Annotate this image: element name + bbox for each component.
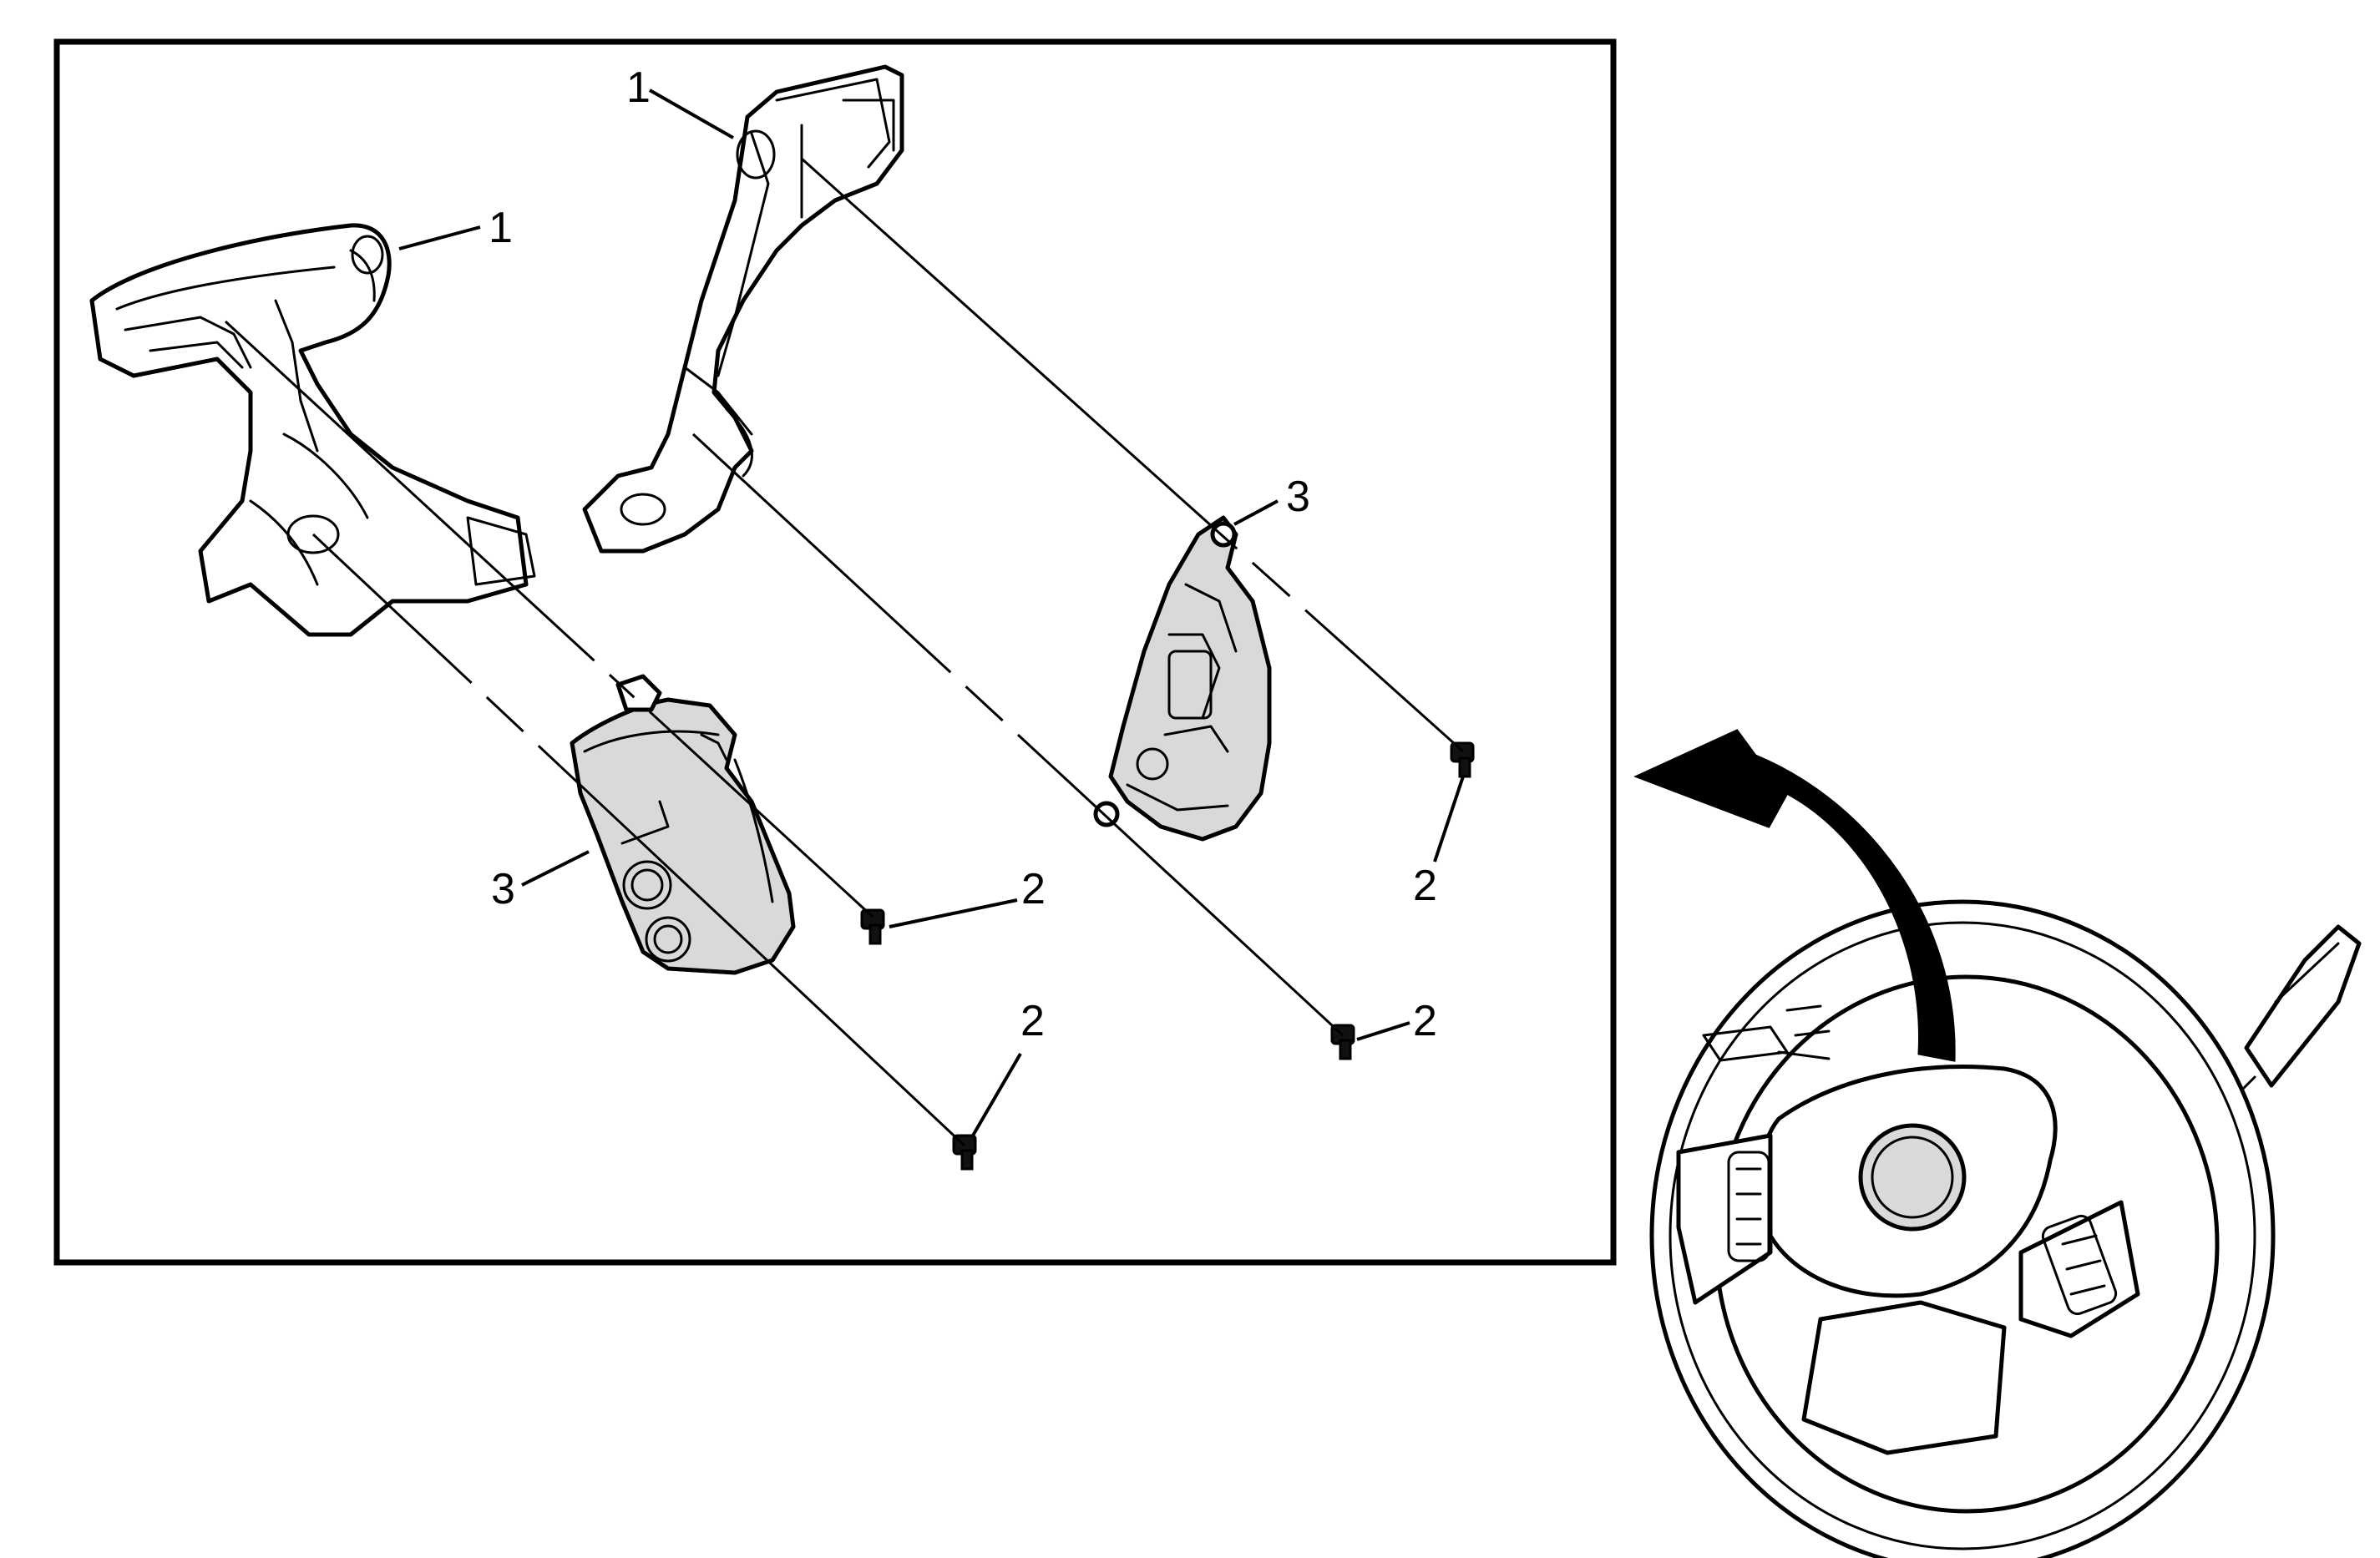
leader-2-d [1433, 776, 1465, 862]
callout-1-top: 1 [626, 63, 651, 112]
callout-2-a: 2 [1021, 865, 1046, 913]
leader-1-left [398, 225, 481, 250]
leader-2-a [889, 898, 1018, 928]
left-bracket [89, 223, 536, 637]
callout-2-c: 2 [1413, 997, 1437, 1045]
screw-a [860, 908, 885, 945]
leader-3-right [1233, 499, 1279, 526]
right-switch-assembly [1093, 515, 1272, 842]
detail-frame [53, 38, 1617, 1266]
left-switch-assembly [570, 674, 796, 975]
leader-1-top [649, 89, 734, 139]
callout-3-right: 3 [1286, 473, 1310, 521]
leader-2-c [1356, 1021, 1410, 1041]
callout-3-left: 3 [491, 865, 515, 913]
leader-2-b [971, 1052, 1022, 1137]
screw-b [952, 1134, 977, 1171]
assembly-axis-lines [224, 157, 1465, 1147]
callout-2-b: 2 [1020, 997, 1045, 1045]
callout-1-left: 1 [489, 204, 513, 252]
leader-3-left [521, 850, 590, 887]
screw-d [1450, 741, 1475, 778]
top-bracket [582, 64, 904, 554]
screw-c [1330, 1024, 1355, 1060]
curved-arrow-icon [1633, 729, 1956, 1062]
inset-steering-wheel [1649, 899, 2362, 1558]
callout-2-d: 2 [1413, 862, 1437, 910]
